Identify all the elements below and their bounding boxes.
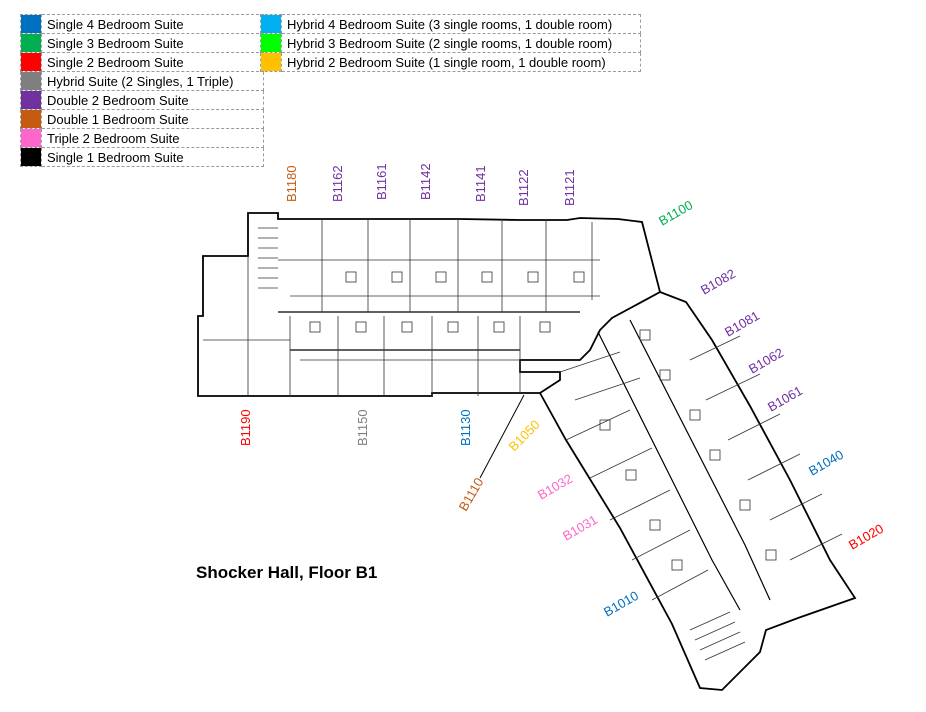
room-label-b1110: B1110 — [456, 475, 487, 513]
legend-item: Hybrid 4 Bedroom Suite (3 single rooms, … — [260, 14, 641, 34]
legend-label: Double 2 Bedroom Suite — [41, 90, 264, 110]
room-label-b1032: B1032 — [535, 471, 575, 503]
legend-swatch — [260, 33, 282, 53]
legend-swatch — [20, 14, 42, 34]
room-label-b1062: B1062 — [746, 345, 786, 377]
room-label-b1010: B1010 — [601, 588, 641, 620]
room-label-b1020: B1020 — [846, 521, 886, 553]
legend-right: Hybrid 4 Bedroom Suite (3 single rooms, … — [260, 14, 641, 72]
room-label-b1162: B1162 — [330, 165, 345, 202]
legend-label: Hybrid 3 Bedroom Suite (2 single rooms, … — [281, 33, 641, 53]
room-label-b1061: B1061 — [765, 383, 805, 415]
legend-label: Hybrid 4 Bedroom Suite (3 single rooms, … — [281, 14, 641, 34]
legend-swatch — [20, 147, 42, 167]
swatch-color — [261, 34, 281, 52]
building-outline — [197, 212, 857, 691]
legend-item: Single 3 Bedroom Suite — [20, 33, 264, 53]
room-label-b1031: B1031 — [560, 512, 600, 544]
legend-item: Triple 2 Bedroom Suite — [20, 128, 264, 148]
page-title: Shocker Hall, Floor B1 — [196, 563, 378, 582]
legend-left: Single 4 Bedroom Suite Single 3 Bedroom … — [20, 14, 264, 167]
room-label-b1130: B1130 — [458, 409, 473, 446]
room-label-b1050: B1050 — [506, 417, 543, 454]
swatch-color — [21, 91, 41, 109]
swatch-color — [21, 53, 41, 71]
room-label-b1180: B1180 — [284, 165, 299, 202]
swatch-color — [21, 148, 41, 166]
legend-swatch — [20, 52, 42, 72]
legend-item: Single 1 Bedroom Suite — [20, 147, 264, 167]
legend-item: Double 2 Bedroom Suite — [20, 90, 264, 110]
swatch-color — [21, 129, 41, 147]
legend-swatch — [260, 52, 282, 72]
legend-swatch — [20, 128, 42, 148]
legend-item: Hybrid 2 Bedroom Suite (1 single room, 1… — [260, 52, 641, 72]
room-label-b1161: B1161 — [374, 163, 389, 200]
interior-walls — [203, 219, 843, 661]
swatch-color — [21, 110, 41, 128]
legend-label: Single 1 Bedroom Suite — [41, 147, 264, 167]
room-label-b1081: B1081 — [722, 308, 762, 340]
legend-item: Hybrid 3 Bedroom Suite (2 single rooms, … — [260, 33, 641, 53]
legend-swatch — [260, 14, 282, 34]
room-label-b1082: B1082 — [698, 266, 738, 298]
swatch-color — [21, 15, 41, 33]
room-label-b1040: B1040 — [806, 447, 846, 479]
legend-label: Hybrid 2 Bedroom Suite (1 single room, 1… — [281, 52, 641, 72]
room-label-b1190: B1190 — [238, 409, 253, 446]
room-label-b1121: B1121 — [562, 169, 577, 206]
swatch-color — [261, 53, 281, 71]
room-label-b1100: B1100 — [656, 197, 695, 228]
legend-item: Single 2 Bedroom Suite — [20, 52, 264, 72]
room-label-b1122: B1122 — [516, 169, 531, 206]
room-label-b1150: B1150 — [355, 409, 370, 446]
room-label-b1141: B1141 — [473, 165, 488, 202]
swatch-color — [21, 34, 41, 52]
room-label-b1142: B1142 — [418, 163, 433, 200]
swatch-color — [261, 15, 281, 33]
swatch-color — [21, 72, 41, 90]
legend-label: Triple 2 Bedroom Suite — [41, 128, 264, 148]
leader-line — [479, 394, 525, 479]
